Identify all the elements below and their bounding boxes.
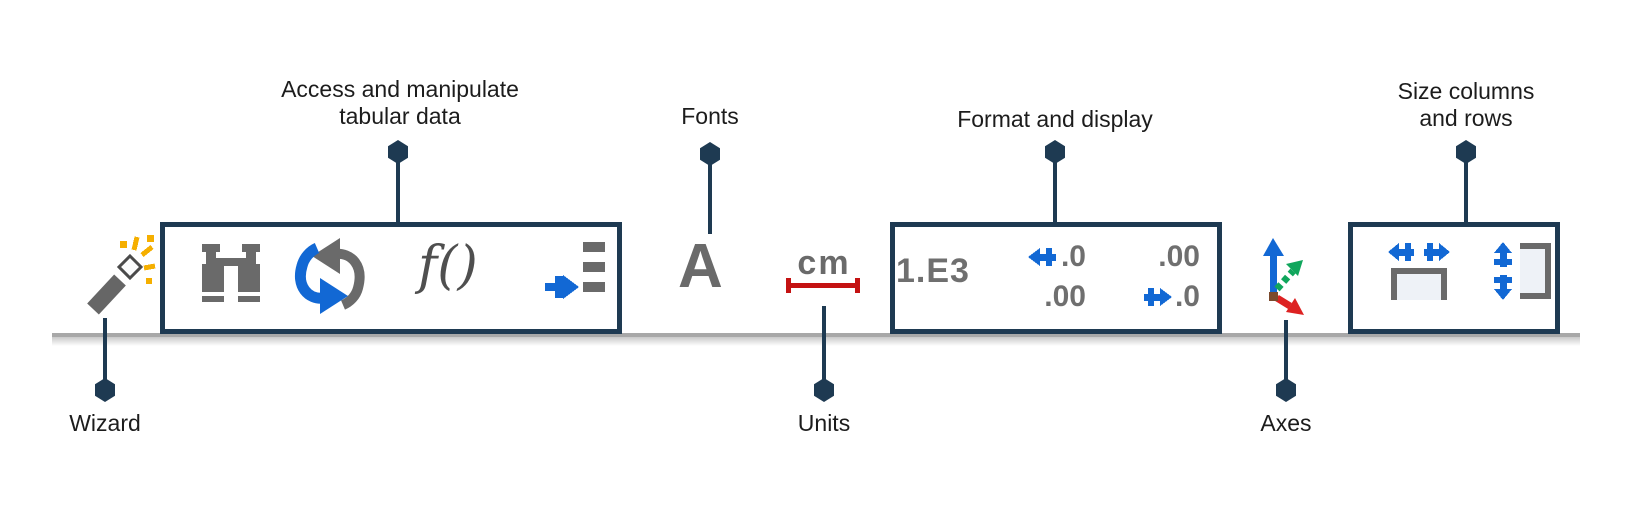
callout-dot-axes — [1276, 378, 1296, 402]
fonts-button[interactable]: A — [678, 236, 723, 298]
scientific-notation-button[interactable]: 1.E3 — [896, 254, 970, 288]
callout-label-axes: Axes — [1206, 410, 1366, 437]
sci-notation-glyph: 1.E3 — [896, 252, 970, 290]
callout-label-fonts: Fonts — [630, 103, 790, 130]
decimal-right-bottom-glyph: .0 — [1174, 280, 1200, 313]
callout-dot-fonts — [700, 142, 720, 166]
callout-line-size — [1464, 152, 1468, 224]
binoculars-icon — [202, 244, 260, 302]
callout-line-format — [1053, 152, 1057, 224]
wizard-button[interactable] — [82, 234, 156, 318]
group-box-tabular-data — [160, 222, 622, 334]
column-width-icon — [1388, 243, 1450, 300]
decrease-decimal-button[interactable]: .0 .00 — [1012, 242, 1086, 312]
callout-line-units — [822, 306, 826, 382]
callout-label-format-text: Format and display — [957, 106, 1153, 132]
callout-dot-wizard — [95, 378, 115, 402]
xyz-axes-icon — [1263, 238, 1304, 315]
function-glyph: f() — [418, 236, 478, 296]
callout-dot-size — [1456, 140, 1476, 164]
magic-wand-icon — [87, 235, 156, 315]
callout-label-tabular: Access and manipulate tabular data — [240, 76, 560, 130]
font-a-glyph: A — [678, 232, 723, 301]
function-button[interactable]: f() — [418, 240, 478, 292]
arrow-into-list-icon — [545, 242, 605, 299]
callout-dot-format — [1045, 140, 1065, 164]
callout-label-wizard-text: Wizard — [69, 410, 141, 436]
toolbar-baseline — [52, 333, 1580, 337]
callout-dot-units — [814, 378, 834, 402]
callout-line-wizard — [103, 318, 107, 382]
blue-left-arrow-icon — [1027, 248, 1056, 266]
decimal-left-bottom-glyph: .00 — [1044, 280, 1086, 313]
group-box-format-display — [890, 222, 1222, 334]
ruler-bar-icon — [786, 278, 860, 293]
callout-label-axes-text: Axes — [1260, 410, 1312, 436]
callout-label-tabular-line2: tabular data — [339, 103, 461, 129]
callout-label-size-line2: and rows — [1419, 105, 1513, 131]
row-height-icon — [1494, 242, 1551, 300]
callout-label-format: Format and display — [925, 106, 1185, 133]
sync-data-button[interactable] — [288, 234, 376, 318]
blue-right-arrow-icon — [1143, 288, 1172, 306]
callout-label-units: Units — [744, 410, 904, 437]
callout-line-axes — [1284, 320, 1288, 382]
callout-label-wizard: Wizard — [25, 410, 185, 437]
decimal-right-top-glyph: .00 — [1158, 240, 1200, 273]
increase-decimal-button[interactable]: .00 .0 — [1126, 242, 1200, 312]
callout-line-tabular — [396, 152, 400, 224]
callout-label-size: Size columns and rows — [1346, 78, 1586, 132]
units-button[interactable]: cm — [786, 244, 862, 293]
toolbar-baseline-shadow — [52, 337, 1580, 346]
decimal-left-top-glyph: .0 — [1060, 240, 1086, 273]
insert-into-list-button[interactable] — [543, 240, 607, 302]
find-button[interactable] — [200, 242, 262, 304]
axes-button[interactable] — [1258, 236, 1308, 320]
swap-arrows-icon — [295, 238, 365, 314]
callout-label-size-line1: Size columns — [1397, 78, 1535, 104]
callout-line-fonts — [708, 154, 712, 234]
row-height-button[interactable] — [1490, 240, 1552, 302]
callout-label-units-text: Units — [797, 410, 851, 436]
column-width-button[interactable] — [1386, 240, 1452, 302]
callout-dot-tabular — [388, 140, 408, 164]
callout-label-fonts-text: Fonts — [681, 103, 739, 129]
cm-glyph: cm — [797, 244, 851, 282]
callout-label-tabular-line1: Access and manipulate — [281, 76, 519, 102]
